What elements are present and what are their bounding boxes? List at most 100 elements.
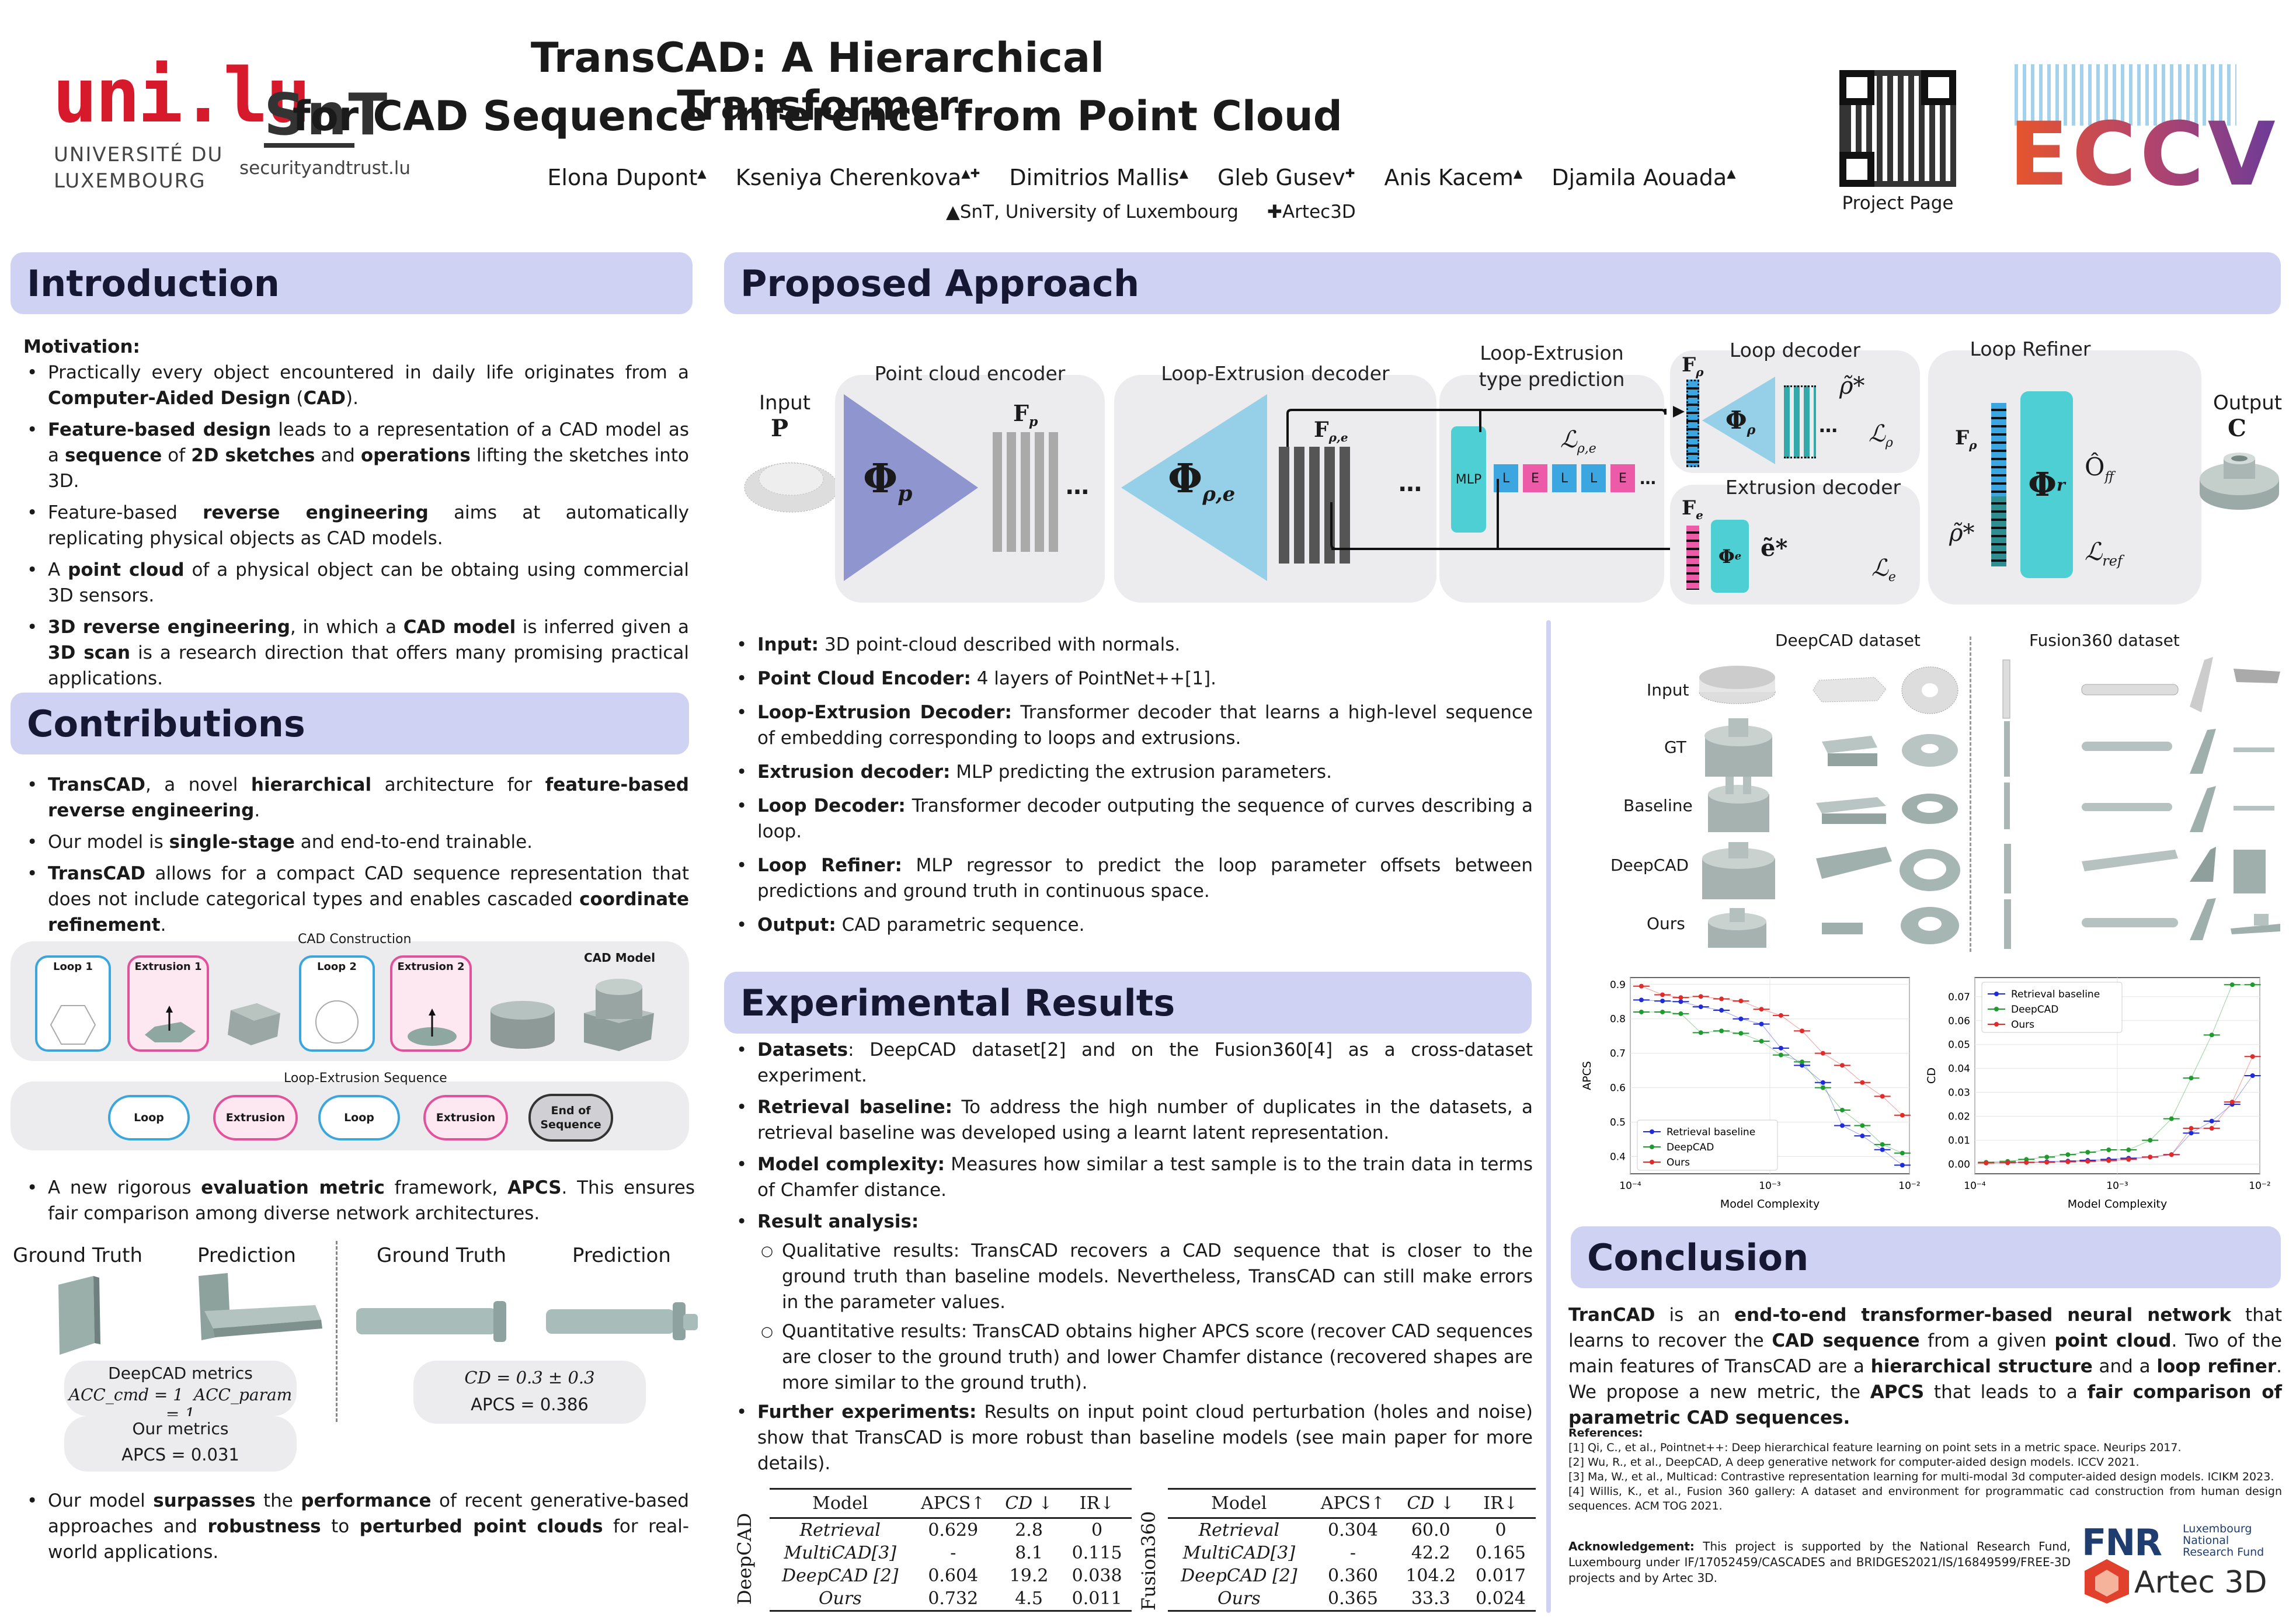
data-point [2005,1160,2010,1166]
x-tick-label: 10⁻³ [1759,1180,1780,1192]
row-label-baseline: Baseline [1623,796,1693,815]
snt-logo-underline [264,143,354,148]
legend-box [1637,1119,1778,1171]
Le-loss: ℒe [1871,555,1896,585]
data-point [2209,1126,2214,1131]
list-item: Loop Refiner: MLP regressor to predict t… [733,853,1533,904]
rho-ellipsis: … [1819,415,1838,437]
approach-header: Proposed Approach [724,252,2281,314]
references-title: References: [1568,1427,1643,1439]
uni-name-line1: UNIVERSITÉ DU [54,143,224,166]
snt-logo: SnT [264,82,389,148]
series-line [1641,1011,1903,1154]
dataset-divider [1970,637,1971,952]
results-body: Datasets: DeepCAD dataset[2] and on the … [733,1037,1533,1482]
apcs-left-value: APCS = 0.031 [121,1445,239,1465]
table-cell: 0.365 [1328,1588,1378,1609]
table-cell: Retrieval [799,1520,881,1540]
pce-encoder-triangle [844,394,978,581]
x-tick-label: 10⁻³ [2106,1180,2128,1192]
extrusion2-box [390,955,472,1052]
contributions-body: TransCAD, a novel hierarchical architect… [23,772,689,944]
les-token-eos: End of Sequence [528,1094,613,1142]
data-point [2189,1131,2194,1136]
introduction-header: Introduction [11,252,693,314]
y-tick-label: 0.07 [1948,992,1970,1003]
Fp-features [993,432,1063,552]
poster-title-line2: for CAD Sequence Inference from Point Cl… [293,92,1342,140]
list-item: TransCAD allows for a compact CAD sequen… [23,861,689,938]
list-item: Our model is single-stage and end-to-end… [23,829,689,855]
conclusion-header: Conclusion [1571,1226,2281,1288]
list-item: TransCAD, a novel hierarchical architect… [23,772,689,823]
les-token-extrusion: Extrusion [423,1095,508,1140]
col-cd: CD ↓ [995,1489,1063,1519]
legend-label: DeepCAD [2011,1004,2058,1016]
list-item: Input: 3D point-cloud described with nor… [733,632,1533,658]
table-cell: 19.2 [1009,1566,1049,1586]
qr-label[interactable]: Project Page [1842,193,1954,214]
deepcad-dataset-label: DeepCAD dataset [1775,631,1921,650]
apcs-item: A new rigorous evaluation metric framewo… [23,1175,695,1232]
data-point [1880,1094,1885,1099]
list-item: Further experiments: Results on input po… [733,1399,1533,1476]
mlp-block: MLP [1451,426,1486,533]
table-cell: 8.1 [1015,1543,1043,1563]
list-item: Practically every object encountered in … [23,360,689,411]
loopdec-triangle [1702,377,1775,464]
col-apcs: APCS↑ [910,1489,996,1519]
motivation-label: Motivation: [23,336,140,357]
approach-list: Input: 3D point-cloud described with nor… [733,632,1533,944]
data-point [2024,1160,2029,1165]
ack-text: This project is supported by the Nationa… [1568,1539,2071,1585]
list-item: Our model surpasses the performance of r… [23,1488,689,1565]
extdec-label: Extrusion decoder [1725,476,1901,499]
data-point [1759,1039,1764,1044]
legend-label: Retrieval baseline [2011,989,2100,1000]
data-point [1738,1031,1744,1036]
data-point [1778,1013,1783,1018]
y-tick-label: 0.00 [1948,1159,1970,1171]
data-point [1860,1123,1865,1128]
data-point [1698,994,1703,999]
data-point [1638,1009,1644,1014]
data-point [2189,1126,2194,1131]
loop1-box [35,955,111,1052]
table-cell: 4.5 [1015,1588,1043,1609]
table-cell: MultiCAD[3] [784,1543,896,1563]
data-point [1759,1007,1764,1012]
final-contribution: Our model surpasses the performance of r… [23,1488,689,1571]
e-star: ẽ* [1761,534,1788,562]
data-point [1800,1063,1805,1068]
loop2-box [299,955,375,1052]
data-point [2044,1160,2050,1165]
data-point [1984,1160,1989,1166]
loopdec-arrow [1673,406,1685,418]
affiliation-snt: ▲SnT, University of Luxembourg [946,201,1239,222]
table-cell: DeepCAD [2] [1181,1566,1297,1586]
data-point [1778,1052,1783,1058]
author: Elona Dupont▲ [547,165,707,190]
pipeline-diagram: Input P Point cloud encoder Φp Fp … Loop… [724,327,2282,607]
cad-model-icon [584,979,654,1051]
list-item: A point cloud of a physical object can b… [23,557,689,608]
uni-lu-logo: uni.lu [53,53,311,140]
col-model: Model [770,1489,911,1519]
x-tick-label: 10⁻⁴ [1964,1180,1986,1192]
pred-label-left: Prediction [197,1244,296,1267]
table-cell: DeepCAD [2] [782,1566,899,1586]
ack-title: Acknowledgement: [1568,1539,1695,1553]
token-L: L [1552,464,1577,492]
legend-marker [1650,1145,1654,1149]
Lrho-loss: ℒρ [1869,420,1893,450]
acknowledgement: Acknowledgement: This project is support… [1568,1539,2071,1586]
fusion-table-side-label: Fusion360 [1137,1511,1160,1611]
data-point [1880,1142,1885,1147]
uni-name-line2: LUXEMBOURG [54,169,206,193]
list-item: Output: CAD parametric sequence. [733,912,1533,938]
y-tick-label: 0.5 [1610,1117,1626,1129]
